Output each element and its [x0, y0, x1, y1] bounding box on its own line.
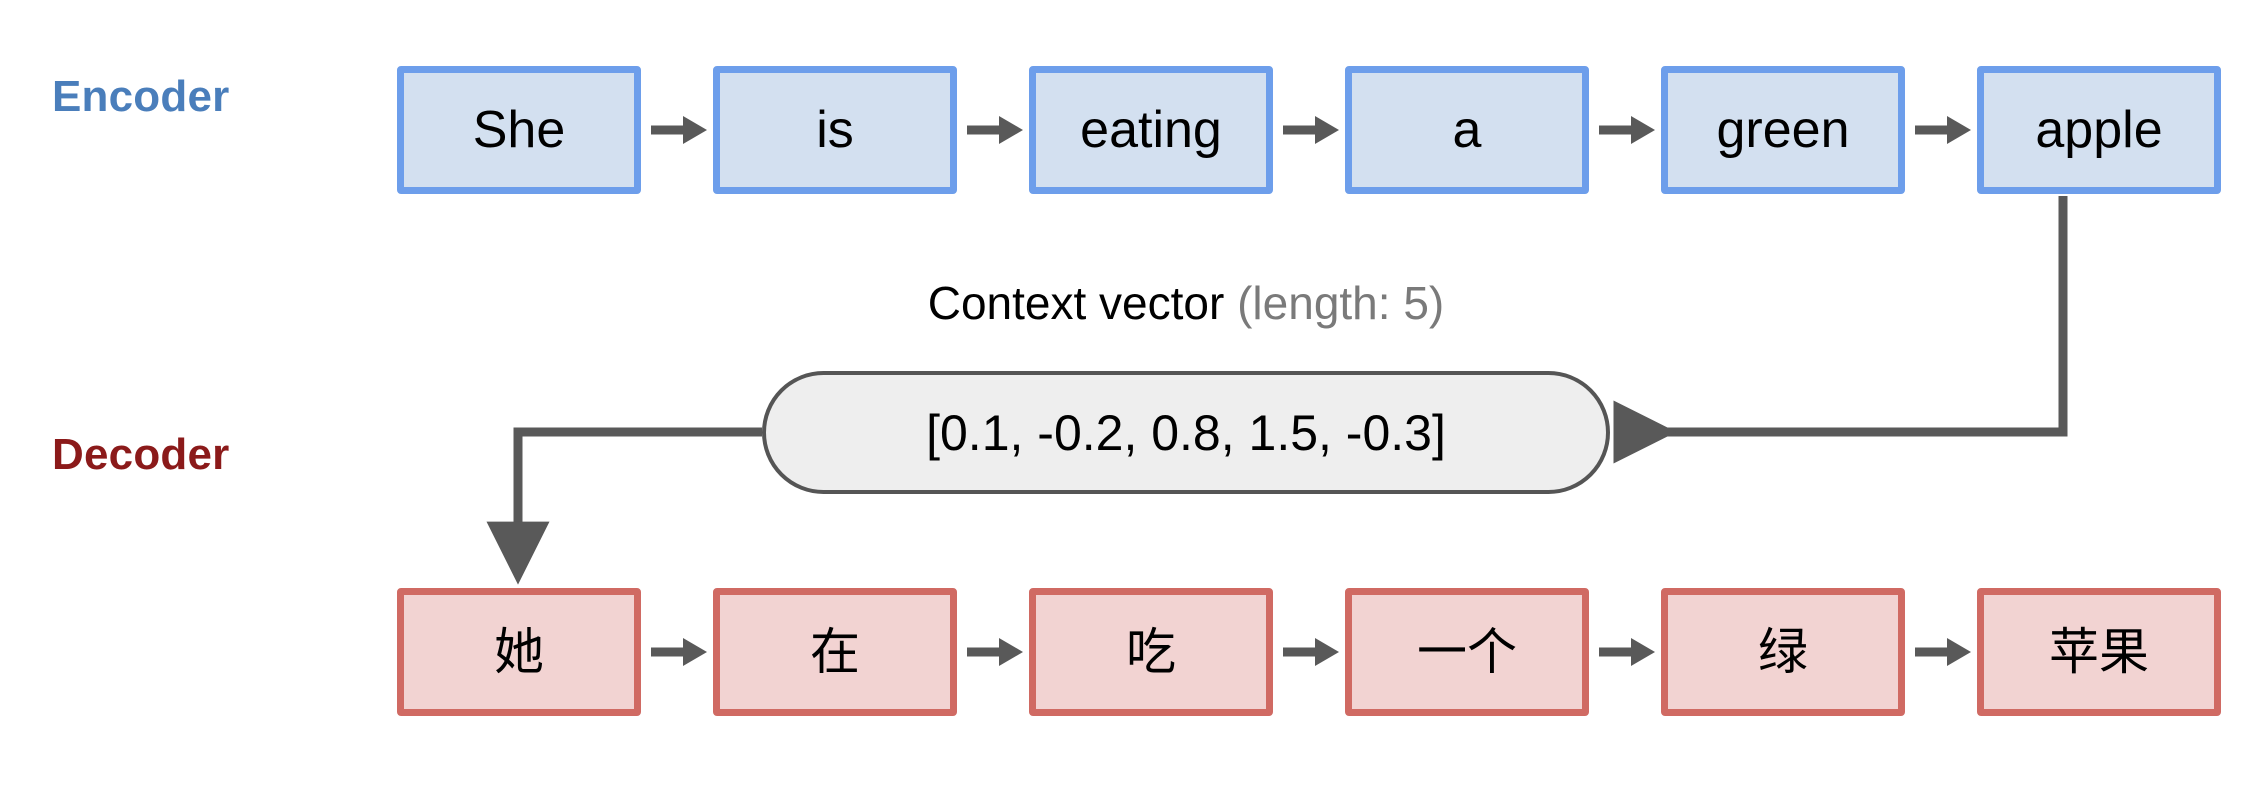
encoder-token-label: green [1716, 101, 1850, 159]
decoder-token-box[interactable]: 苹果 [1977, 588, 2221, 716]
decoder-token-label: 她 [494, 624, 544, 680]
encoder-token-box[interactable]: She [397, 66, 641, 194]
encoder-token-box[interactable]: green [1661, 66, 1905, 194]
decoder-token-box[interactable]: 一个 [1345, 588, 1589, 716]
encoder-token-label: is [816, 101, 854, 159]
encoder-token-box[interactable]: apple [1977, 66, 2221, 194]
decoder-token-label: 一个 [1417, 624, 1517, 680]
encoder-to-context-connector [1613, 196, 2068, 464]
decoder-token-label: 绿 [1758, 624, 1808, 680]
encoder-row-label: Encoder [52, 72, 230, 121]
decoder-arrow-icon [1273, 588, 1345, 716]
decoder-token-label: 在 [810, 624, 860, 680]
encoder-arrow-icon [641, 66, 713, 194]
encoder-token-label: eating [1080, 101, 1222, 159]
decoder-arrow-icon [1905, 588, 1977, 716]
encoder-token-label: apple [2035, 101, 2163, 159]
encoder-arrow-icon [1905, 66, 1977, 194]
encoder-token-row: She is eating a [397, 66, 2221, 194]
context-to-decoder-connector [486, 427, 762, 585]
context-caption-main: Context vector [927, 277, 1238, 329]
encoder-arrow-icon [1273, 66, 1345, 194]
decoder-token-box[interactable]: 她 [397, 588, 641, 716]
decoder-token-row: 她 在 吃 一个 [397, 588, 2221, 716]
decoder-token-label: 苹果 [2049, 624, 2149, 680]
context-caption-length: (length: 5) [1237, 277, 1445, 329]
encoder-token-label: She [472, 101, 566, 159]
decoder-token-box[interactable]: 在 [713, 588, 957, 716]
context-vector-value: [0.1, -0.2, 0.8, 1.5, -0.3] [926, 404, 1446, 461]
context-vector-pill[interactable]: [0.1, -0.2, 0.8, 1.5, -0.3] [762, 371, 1610, 494]
decoder-token-box[interactable]: 吃 [1029, 588, 1273, 716]
decoder-token-label: 吃 [1126, 624, 1176, 680]
decoder-row-label: Decoder [52, 430, 230, 479]
encoder-token-label: a [1452, 101, 1482, 159]
encoder-arrow-icon [1589, 66, 1661, 194]
encoder-arrow-icon [957, 66, 1029, 194]
encoder-token-box[interactable]: eating [1029, 66, 1273, 194]
decoder-token-box[interactable]: 绿 [1661, 588, 1905, 716]
encoder-token-box[interactable]: a [1345, 66, 1589, 194]
decoder-arrow-icon [641, 588, 713, 716]
encoder-token-box[interactable]: is [713, 66, 957, 194]
decoder-arrow-icon [1589, 588, 1661, 716]
decoder-arrow-icon [957, 588, 1029, 716]
context-vector-caption: Context vector (length: 5) [762, 276, 1610, 330]
